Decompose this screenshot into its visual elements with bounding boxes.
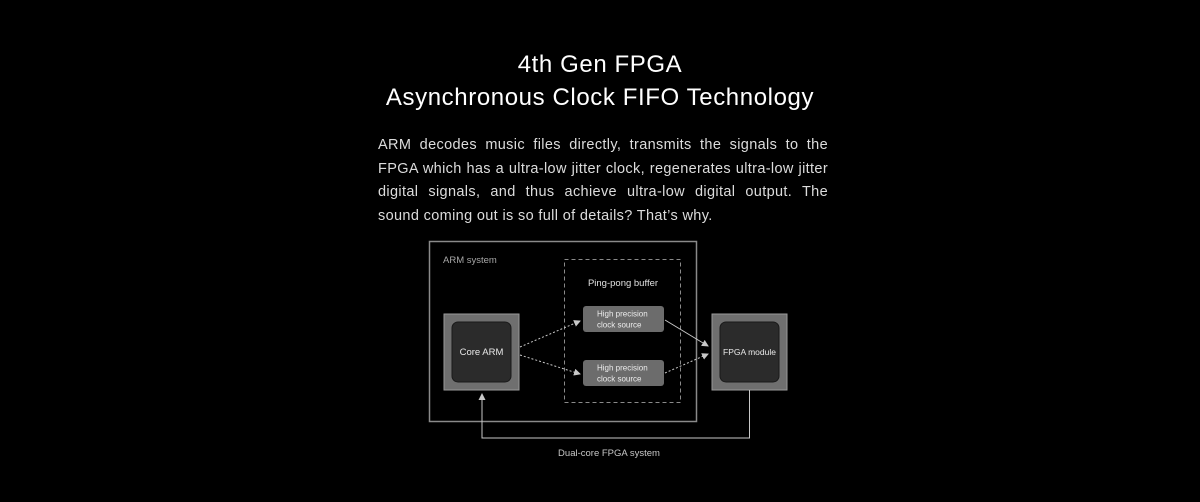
arm-system-label: ARM system [443, 255, 497, 266]
description-paragraph: ARM decodes music files directly, transm… [378, 137, 828, 224]
core-arm-chip-inner [451, 321, 512, 383]
clock-source-2-line1: High precision [597, 364, 648, 373]
clock-source-1-line1: High precision [597, 310, 648, 319]
ping-pong-buffer-label: Ping-pong buffer [588, 278, 658, 289]
arrow-clock-2-to-fpga [664, 353, 709, 374]
clock-source-1-line2: clock source [597, 321, 642, 330]
arrow-core-to-clock-1 [519, 320, 581, 348]
arrow-clock-1-to-fpga [664, 319, 709, 347]
dual-core-system-label: Dual-core FPGA system [558, 448, 660, 459]
feedback-loop-arrow [478, 390, 750, 439]
arrow-core-to-clock-2 [519, 354, 581, 376]
fpga-module-label: FPGA module [723, 347, 776, 357]
page-title-line1: 4th Gen FPGA [517, 51, 683, 78]
clock-source-2-line2: clock source [597, 375, 642, 384]
clock-source-box-2 [583, 360, 664, 386]
page-title-line2: Asynchronous Clock FIFO Technology [385, 84, 815, 111]
fpga-module-chip-inner [719, 321, 780, 383]
clock-source-box-1 [583, 306, 664, 332]
arm-system-frame [428, 240, 698, 423]
core-arm-label: Core ARM [460, 347, 504, 358]
ping-pong-buffer-frame [564, 259, 681, 403]
